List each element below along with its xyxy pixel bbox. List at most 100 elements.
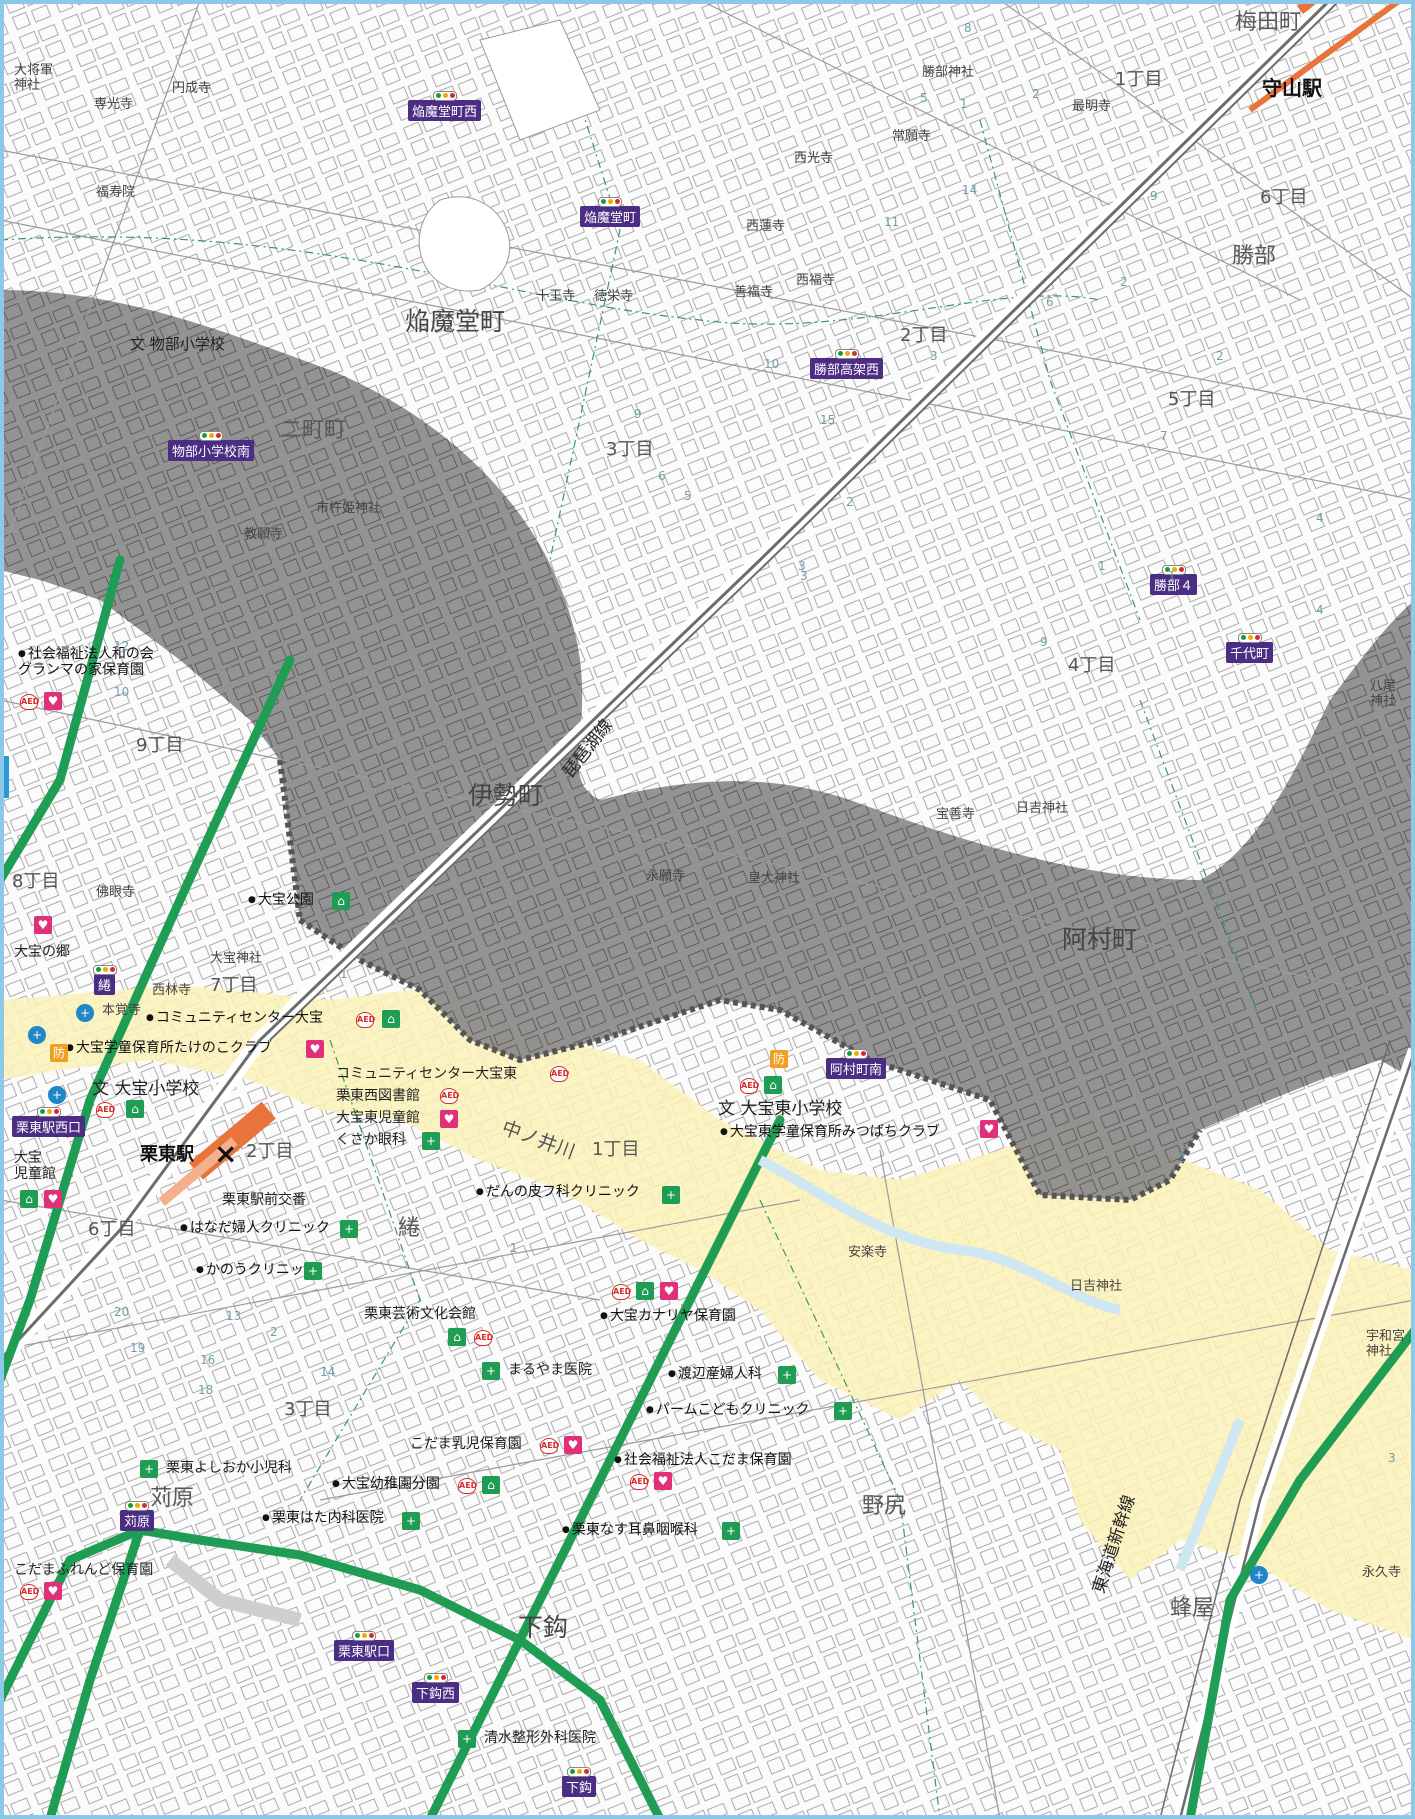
temple-fukuju: 福寿院: [96, 185, 136, 200]
signal-monobe-sho-minami[interactable]: 物部小学校南: [168, 431, 255, 461]
facility-name: 大宝東小学校: [740, 1099, 843, 1119]
kodama-friend[interactable]: こだまふれんど保育園: [14, 1562, 154, 1578]
monobe-school-label: 文 物部小学校: [130, 335, 225, 353]
hospital-icon: +: [778, 1366, 796, 1384]
shimizu-seikei[interactable]: 清水整形外科医院: [484, 1730, 596, 1746]
signal-label: 物部小学校南: [172, 445, 251, 460]
hospital-icon: +: [402, 1512, 420, 1530]
nasu-jibika[interactable]: 栗東なす耳鼻咽喉科: [562, 1522, 698, 1538]
ohoshi-higashi-jidokan[interactable]: 大宝東児童館: [336, 1110, 420, 1126]
signal-lamp-icon: [125, 1501, 149, 1511]
palm-kodomo[interactable]: パームこどもクリニック: [646, 1402, 810, 1418]
block-number: 2: [1032, 87, 1040, 101]
temple-hongaku: 本覚寺: [102, 1003, 142, 1018]
ohoshi-sato[interactable]: 大宝の郷: [14, 944, 70, 960]
ohoshi-park[interactable]: 大宝公園: [248, 892, 314, 908]
childcare-icon: ♥: [564, 1436, 582, 1454]
hanada-fujinka[interactable]: はなだ婦人クリニック: [180, 1220, 330, 1236]
area-chikahara: 苅原: [150, 1486, 195, 1511]
yoshioka-shonika[interactable]: 栗東よしおか小児科: [166, 1460, 292, 1476]
facility-name: 物部小学校: [149, 335, 225, 353]
ekimae-koban[interactable]: 栗東駅前交番: [222, 1192, 306, 1208]
kodama-nyuji[interactable]: こだま乳児保育園: [410, 1436, 522, 1452]
temple-ensei: 円成寺: [172, 81, 212, 96]
temple-jogan: 常願寺: [892, 129, 932, 144]
facility-name: 大宝小学校: [114, 1079, 200, 1099]
signal-label: 焔魔堂町西: [412, 105, 478, 120]
disaster-prevention-icon: 防: [50, 1044, 68, 1062]
aed-icon: AED: [96, 1102, 115, 1118]
ohoshi-yochien[interactable]: 大宝幼稚園分園: [332, 1476, 440, 1492]
kanariya-hoikuen[interactable]: 大宝カナリヤ保育園: [600, 1308, 736, 1324]
moriyama-station-label: 守山駅: [1262, 76, 1322, 100]
welfare-shelter-icon: +: [28, 1026, 46, 1044]
temple-anraku: 安楽寺: [848, 1245, 888, 1260]
chome-label: 6丁目: [88, 1219, 136, 1240]
ohoshi-jidokan[interactable]: 大宝 児童館: [14, 1150, 56, 1183]
block-number: 2: [1216, 349, 1224, 363]
maruyama-iin[interactable]: まるやま医院: [508, 1362, 592, 1378]
signal-rittou-nishiguchi[interactable]: 栗東駅西口: [12, 1107, 86, 1137]
block-number: 9: [634, 407, 642, 421]
hospital-icon: +: [458, 1730, 476, 1748]
shrine-ichikishima: 市杵姫神社: [316, 501, 382, 516]
cc-ohoshi-higashi[interactable]: コミュニティセンター大宝東: [336, 1066, 518, 1082]
rittou-station-icon: ×: [214, 1137, 238, 1170]
school-icon: 文: [718, 1099, 741, 1119]
chome-label: 1丁目: [1115, 69, 1163, 90]
cc-ohoshi[interactable]: コミュニティセンター大宝: [146, 1010, 323, 1026]
welfare-shelter-icon: +: [48, 1086, 66, 1104]
kusaka-ganka[interactable]: くさか眼科: [336, 1132, 406, 1148]
kanou-clinic[interactable]: かのうクリニック: [196, 1262, 318, 1278]
signal-chikahara[interactable]: 苅原: [120, 1501, 155, 1531]
block-number: 15: [820, 413, 836, 427]
block-number: 3: [800, 569, 808, 583]
area-katsube: 勝部: [1232, 244, 1277, 269]
danno-hifuka[interactable]: だんの皮フ科クリニック: [476, 1184, 640, 1200]
block-number: 13: [226, 1309, 242, 1323]
signal-label: 下鈎: [566, 1781, 593, 1796]
hospital-icon: +: [304, 1262, 322, 1280]
signal-rittou-ekiguchi[interactable]: 栗東駅口: [334, 1631, 395, 1661]
signal-enmado[interactable]: 焔魔堂町: [580, 197, 641, 227]
temple-saifuku: 西福寺: [796, 273, 836, 288]
chome-label: 2丁目: [900, 325, 948, 346]
rittou-nishi-library[interactable]: 栗東西図書館: [336, 1088, 420, 1104]
block-number: 16: [200, 1353, 216, 1367]
area-futamachi: 二町町: [280, 418, 347, 443]
block-number: 2: [846, 495, 854, 509]
geijutsu-kaikan[interactable]: 栗東芸術文化会館: [364, 1306, 476, 1322]
block-number: 2: [1120, 275, 1128, 289]
signal-shimomagari[interactable]: 下鈎: [562, 1767, 597, 1797]
ohoshi-higashi-school-label[interactable]: 文 大宝東小学校: [718, 1099, 843, 1120]
signal-katsube4[interactable]: 勝部４: [1150, 565, 1198, 595]
wanokai-hoikuen[interactable]: 社会福祉法人和の会 グランマの家保育園: [18, 646, 154, 678]
block-number: 7: [1160, 429, 1168, 443]
signal-label: 栗東駅口: [338, 1645, 391, 1660]
block-number: 9: [1150, 189, 1158, 203]
chome-label: 9丁目: [136, 735, 184, 756]
rittou-station-label: 栗東駅: [140, 1144, 194, 1165]
signal-enmado-nishi[interactable]: 焔魔堂町西: [408, 91, 482, 121]
ohoshi-school-label[interactable]: 文 大宝小学校: [92, 1079, 200, 1100]
chome-label: 4丁目: [1068, 655, 1116, 676]
signal-amura-minami[interactable]: 阿村町南: [826, 1049, 887, 1079]
block-number: 1: [1098, 559, 1106, 573]
signal-hetsu[interactable]: 綣: [92, 965, 117, 995]
shrine-hachio: 八尾 神社: [1370, 679, 1397, 709]
signal-chiyo[interactable]: 千代町: [1226, 633, 1274, 663]
signal-label: 下鈎西: [416, 1687, 456, 1702]
hata-naika[interactable]: 栗東はた内科医院: [262, 1510, 384, 1526]
hospital-icon: +: [482, 1362, 500, 1380]
kodama-hoikuen[interactable]: 社会福祉法人こだま保育園: [614, 1452, 792, 1468]
signal-shimomagari-nishi[interactable]: 下鈎西: [412, 1673, 460, 1703]
side-tab[interactable]: [0, 756, 9, 798]
watanabe-sanfujinka[interactable]: 渡辺産婦人科: [668, 1366, 762, 1382]
mitsubachi-club[interactable]: 大宝東学童保育所みつばちクラブ: [720, 1124, 940, 1140]
childcare-icon: ♥: [660, 1282, 678, 1300]
signal-katsube-koka-nishi[interactable]: 勝部高架西: [810, 349, 884, 379]
aed-icon: AED: [630, 1474, 649, 1490]
block-number: 4: [1316, 603, 1324, 617]
takenoko-club[interactable]: 大宝学童保育所たけのこクラブ: [66, 1040, 272, 1056]
